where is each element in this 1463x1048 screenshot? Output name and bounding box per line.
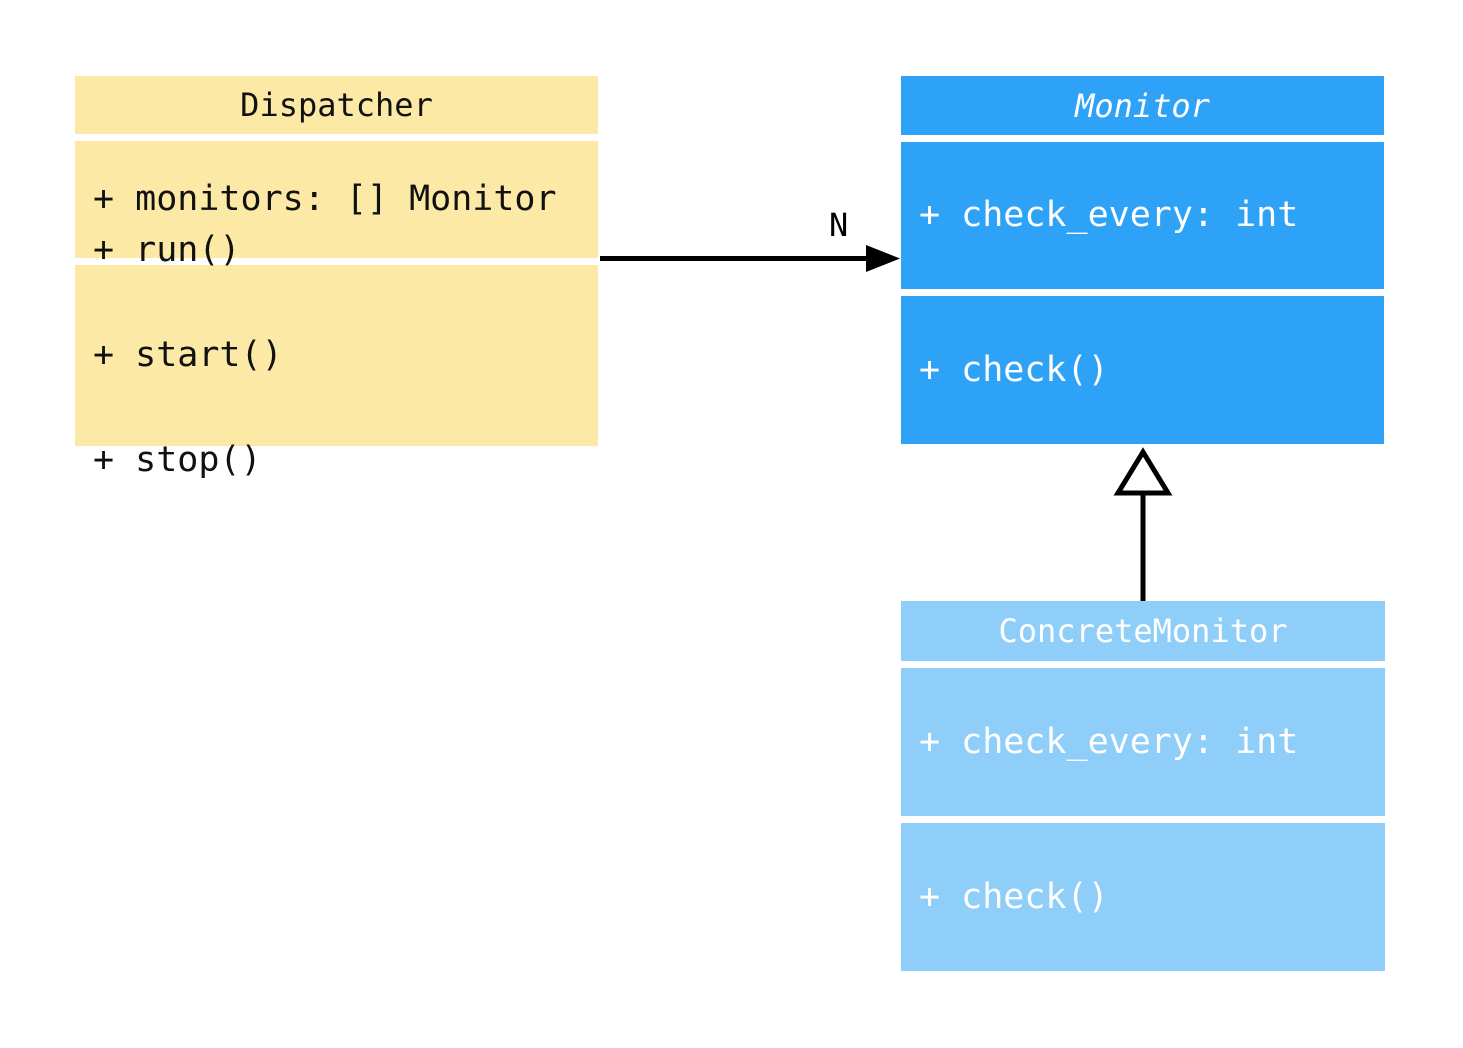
method-line: + start() [93, 335, 283, 375]
class-attributes-dispatcher: + monitors: [] Monitor [75, 141, 598, 258]
association-multiplicity-label: N [829, 206, 849, 244]
class-attributes-monitor: + check_every: int [901, 142, 1384, 289]
attribute-line: + check_every: int [919, 195, 1299, 235]
class-title-monitor: Monitor [901, 76, 1384, 135]
method-line: + check() [919, 349, 1109, 390]
attribute-line: + monitors: [] Monitor [93, 179, 557, 219]
class-box-concrete-monitor: ConcreteMonitor + check_every: int + che… [901, 601, 1385, 971]
attribute-line: + check_every: int [919, 721, 1299, 762]
method-line: + check() [919, 876, 1109, 917]
class-title-text: ConcreteMonitor [998, 612, 1288, 650]
inheritance-arrow-concretemonitor-to-monitor [1113, 447, 1173, 601]
class-title-dispatcher: Dispatcher [75, 76, 598, 134]
class-methods-concrete-monitor: + check() [901, 823, 1385, 971]
class-title-text: Dispatcher [240, 86, 433, 124]
class-box-monitor: Monitor + check_every: int + check() [901, 76, 1384, 444]
class-methods-dispatcher: + run() + start() + stop() [75, 233, 598, 478]
class-title-text: Monitor [1075, 86, 1210, 125]
association-arrowhead-icon [866, 245, 900, 272]
class-attributes-concrete-monitor: + check_every: int [901, 668, 1385, 816]
inheritance-triangle-icon [1113, 447, 1173, 496]
class-box-dispatcher: Dispatcher + monitors: [] Monitor + run(… [75, 76, 598, 478]
class-methods-monitor: + check() [901, 296, 1384, 444]
class-title-concrete-monitor: ConcreteMonitor [901, 601, 1385, 661]
association-arrow-dispatcher-to-monitor [600, 245, 900, 272]
method-line: + run() [93, 230, 241, 270]
method-line: + stop() [93, 440, 262, 480]
